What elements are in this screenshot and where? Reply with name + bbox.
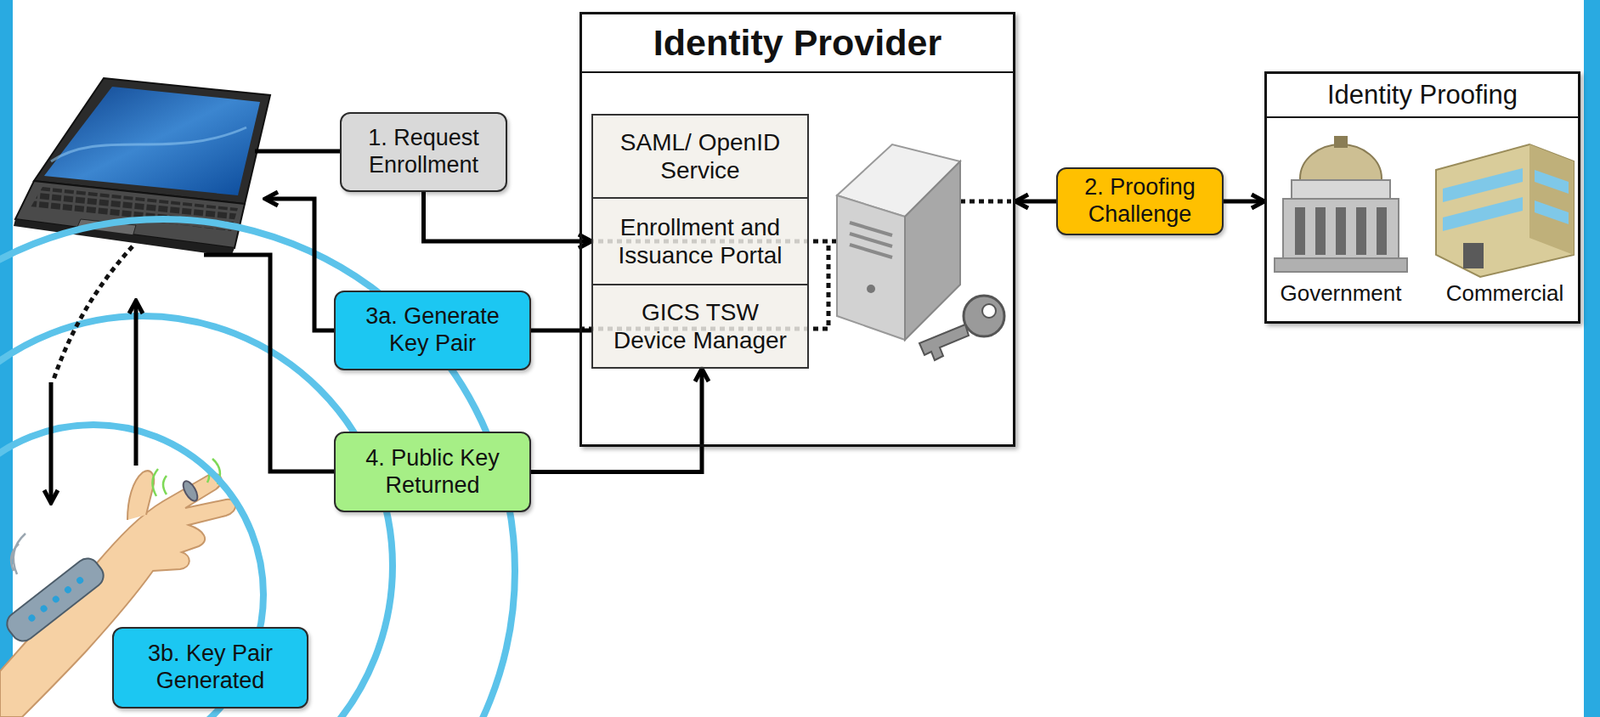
commercial-icon-part-part: [1442, 168, 1523, 203]
provider-box: Identity ProviderSAML/ OpenID ServiceEnr…: [579, 11, 1016, 447]
box-text: 3a. Generate Key Pair: [347, 303, 518, 358]
server-icon-part: [919, 324, 969, 361]
government-icon-part-part: [1294, 207, 1306, 255]
icon-caption: Commercial: [1428, 280, 1582, 307]
step-callout: 3b. Key Pair Generated: [112, 627, 309, 709]
hand-illustration-part: [127, 470, 154, 521]
server-icon-part: [849, 222, 893, 258]
server-icon-part: [963, 295, 1005, 337]
government-icon-part-part: [1315, 207, 1326, 255]
hand-illustration-part-part: [62, 585, 73, 595]
connector: [424, 192, 593, 242]
commercial-icon-part: [1442, 168, 1569, 232]
commercial-icon-part-part: [1534, 169, 1569, 194]
wire-part: [265, 198, 334, 331]
service-box: Enrollment and Issuance Portal: [591, 197, 809, 286]
government-icon-part-part: [1335, 207, 1346, 255]
icon-caption: Government: [1264, 280, 1418, 307]
connector: [531, 368, 702, 473]
government-icon: [1274, 135, 1408, 272]
government-icon-part-part: [1356, 207, 1367, 255]
server-icon-part: [836, 195, 905, 340]
wire-part: [254, 149, 340, 154]
government-icon-part: [1334, 135, 1348, 148]
box-text: SAML/ OpenID Service: [598, 128, 803, 185]
commercial-icon-part: [1529, 144, 1574, 255]
laptop-icon: [13, 78, 271, 257]
server-icon: [836, 144, 1005, 361]
step-callout: 3a. Generate Key Pair: [333, 290, 532, 371]
government-icon-part: [1294, 207, 1387, 255]
box-text: Device Manager: [613, 326, 787, 355]
commercial-icon-part: [1436, 144, 1574, 278]
wire: [50, 151, 340, 504]
side-bar: [1583, 0, 1600, 717]
box-text: 4. Public Key Returned: [347, 445, 518, 500]
box-heading: Identity Provider: [582, 14, 1013, 74]
step-callout: 1. Request Enrollment: [339, 112, 508, 193]
signal-circles-part: [0, 316, 393, 717]
hand-illustration-part-part: [75, 576, 85, 586]
service-box: SAML/ OpenID Service: [591, 113, 809, 199]
government-icon-part: [1291, 180, 1391, 199]
wire-part: [134, 300, 139, 466]
server-icon-part: [982, 304, 996, 318]
server-icon-part: [904, 161, 961, 340]
wire-part: [203, 254, 334, 472]
wire-part: [49, 382, 54, 504]
server-icon-part: [866, 284, 876, 294]
laptop-icon-part: [44, 86, 261, 196]
government-icon-part-part: [1376, 207, 1387, 255]
laptop-icon-part: [50, 127, 247, 162]
step-callout: 4. Public Key Returned: [333, 431, 532, 513]
dotted-path-part: [52, 246, 133, 383]
hand-illustration-part: [152, 458, 220, 497]
government-icon-part: [1283, 198, 1399, 259]
box-heading: Identity Proofing: [1266, 73, 1578, 119]
hand-illustration-part: [27, 576, 85, 624]
box-text: Enrollment and Issuance Portal: [598, 213, 803, 270]
box-text: 1. Request Enrollment: [353, 124, 494, 180]
commercial-icon-part: [1463, 243, 1484, 269]
hand-illustration-part: [180, 479, 200, 504]
hand-illustration-part-part: [50, 594, 61, 605]
commercial-icon-part-part: [1442, 197, 1523, 232]
service-box: GICS TSWDevice Manager: [591, 283, 809, 369]
hand-illustration-part-part: [27, 613, 37, 623]
commercial-icon: [1436, 144, 1574, 278]
box-text: 3b. Key Pair Generated: [125, 640, 295, 696]
hand-illustration-part: [2, 554, 109, 646]
box-text: GICS TSW: [641, 298, 759, 327]
hand-illustration-part: [11, 533, 26, 575]
government-icon-part: [1274, 258, 1408, 272]
connector: [531, 328, 592, 334]
step-callout: 2. Proofing Challenge: [1056, 167, 1224, 236]
commercial-icon-part-part: [1534, 200, 1569, 225]
hand-illustration-part-part: [39, 604, 49, 614]
